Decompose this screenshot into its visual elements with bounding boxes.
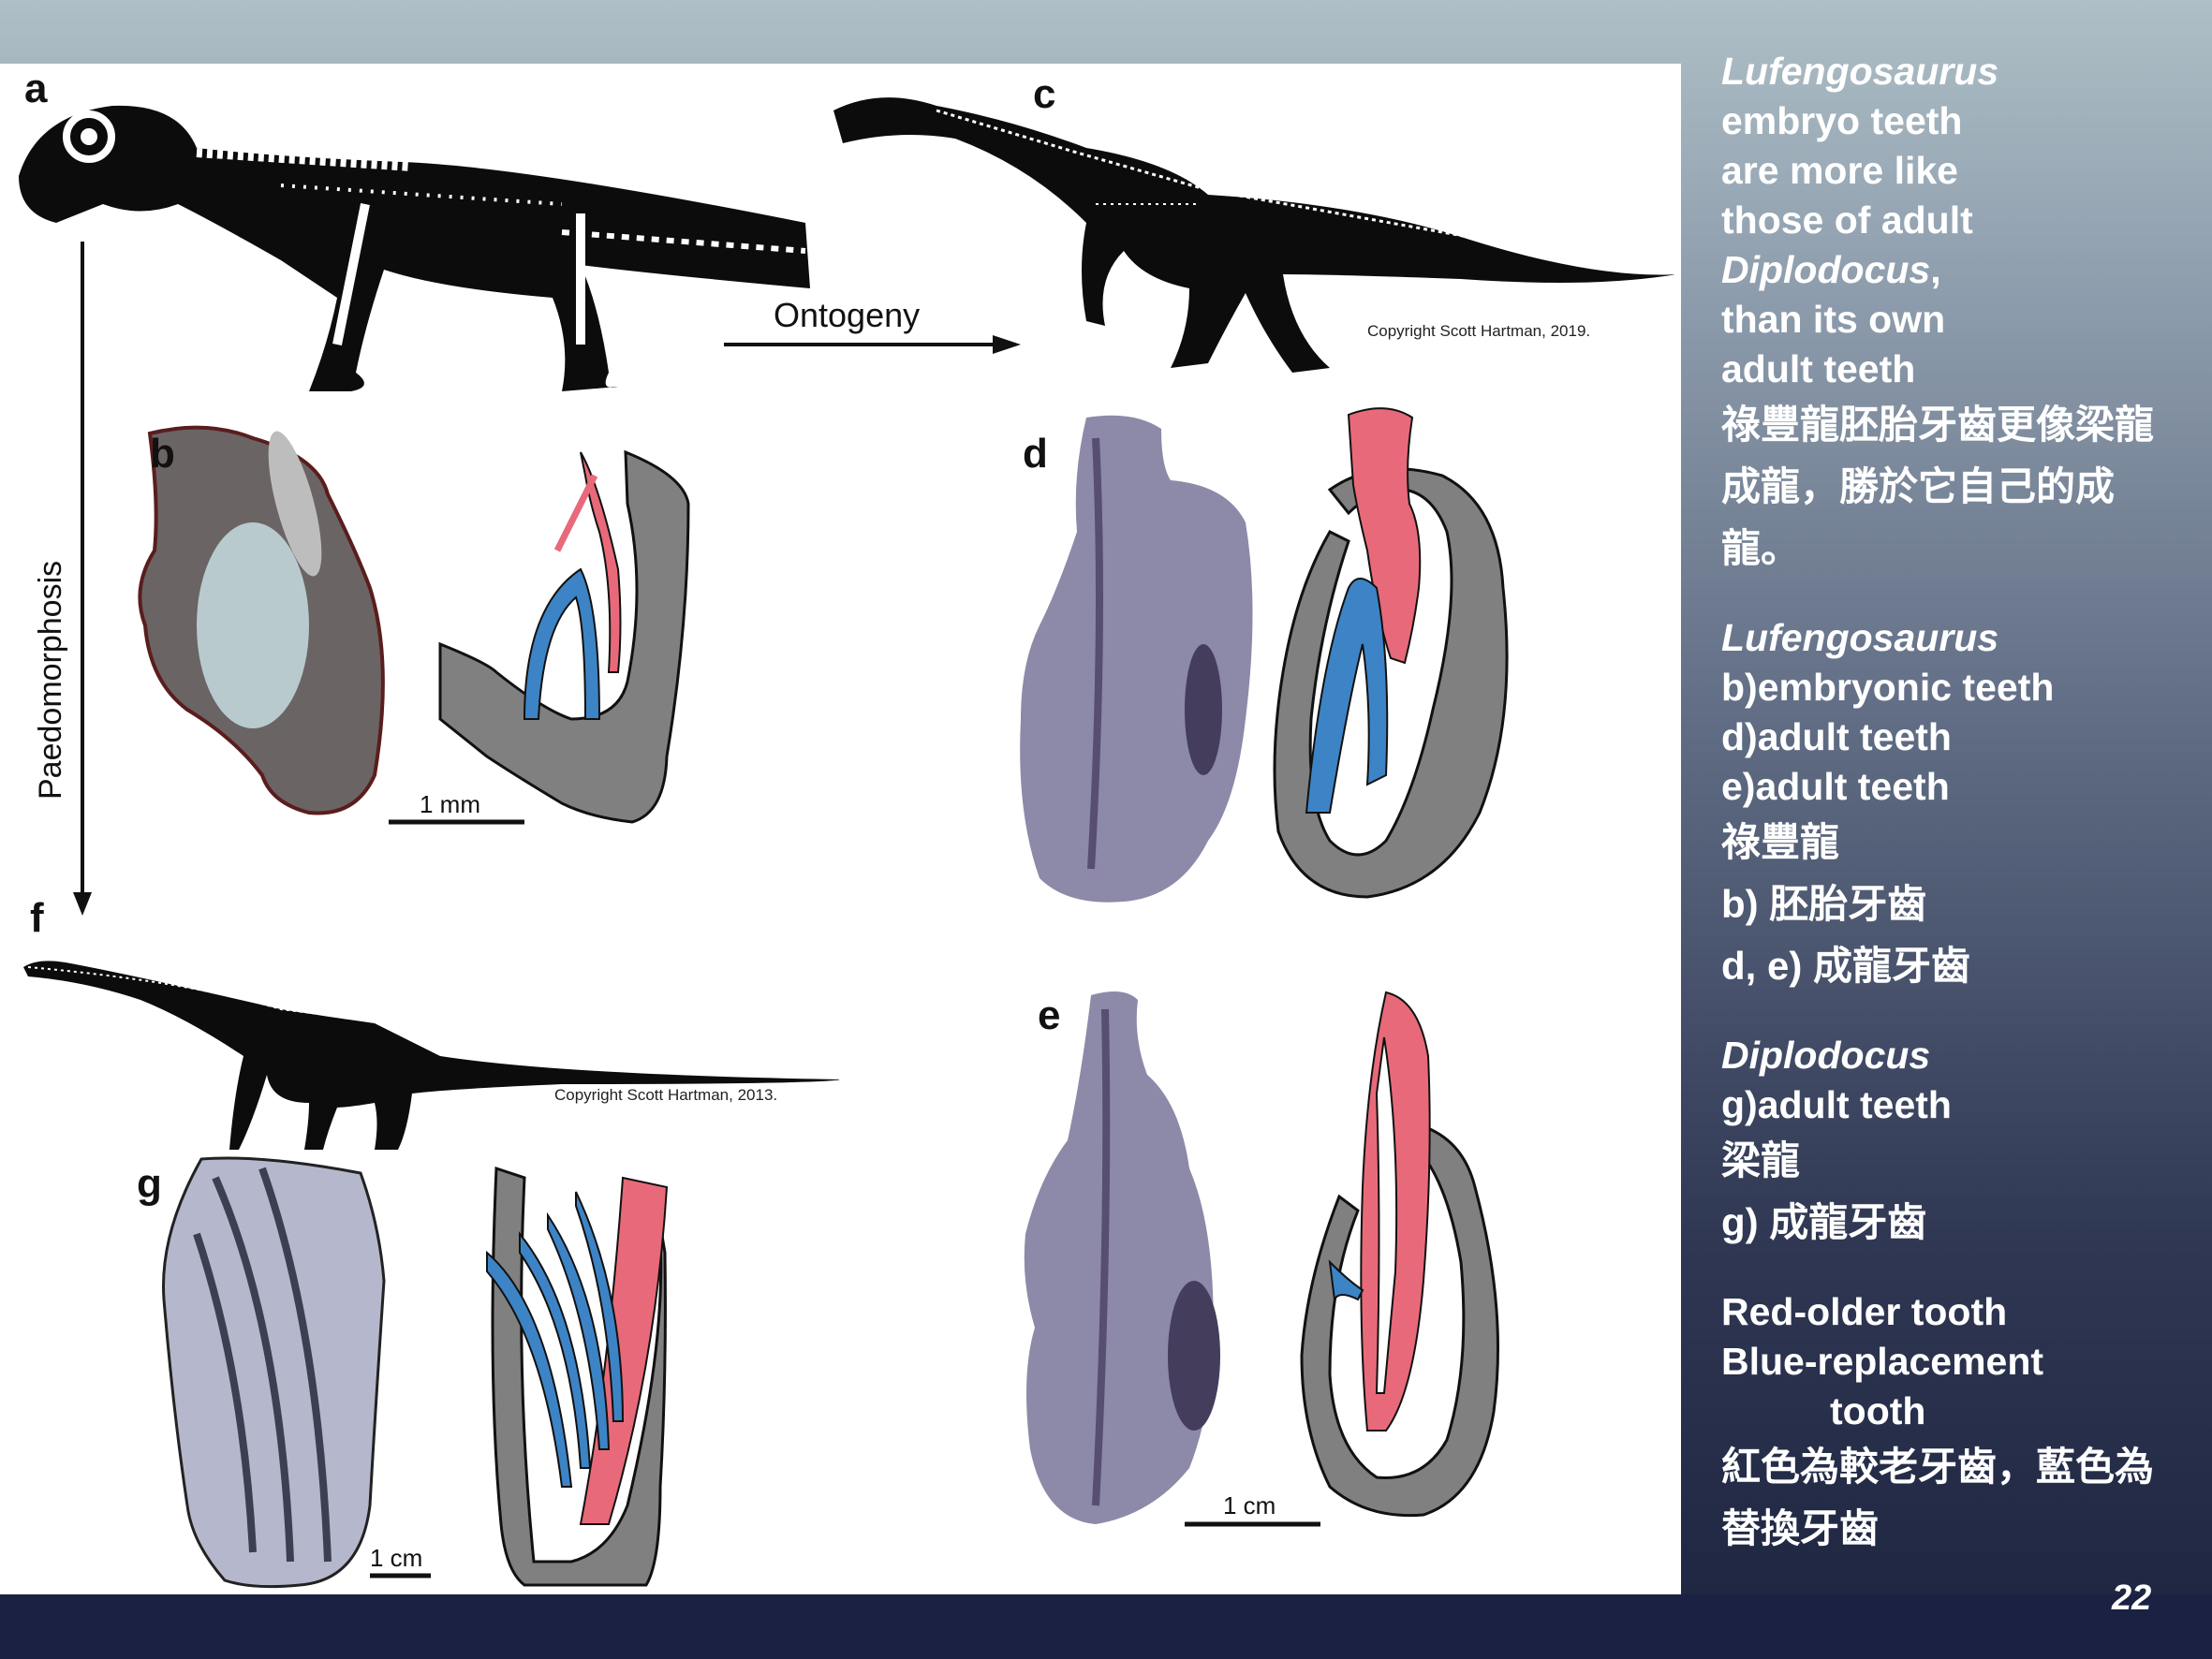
copyright-2013: Copyright Scott Hartman, 2013. xyxy=(554,1086,778,1104)
adult-fossil-d xyxy=(1020,415,1253,903)
block1-line6: adult teeth xyxy=(1721,347,1916,390)
block3-title: Diplodocus xyxy=(1721,1034,1931,1077)
adult-skeleton-c xyxy=(833,97,1677,373)
block2-title: Lufengosaurus xyxy=(1721,616,1999,659)
block2-cjk3: d, e) 成龍牙齒 xyxy=(1721,944,1971,988)
block3-line1: g)adult teeth xyxy=(1721,1083,1952,1126)
embryo-fossil-b xyxy=(138,425,385,815)
block4-line1: Red-older tooth xyxy=(1721,1290,2008,1333)
embryo-skeleton-a xyxy=(19,105,810,391)
block1-comma: , xyxy=(1930,248,1941,291)
tooth-diagram-d xyxy=(1273,407,1509,899)
block1-cjk3: 龍。 xyxy=(1721,526,1801,570)
panel-label-c: c xyxy=(1033,71,1056,117)
block1-cjk1: 祿豐龍胚胎牙齒更像梁龍 xyxy=(1721,403,2155,447)
panel-label-f: f xyxy=(30,895,44,941)
block3-cjk1: 梁龍 xyxy=(1721,1138,1801,1182)
block1-line2: are more like xyxy=(1721,149,1958,192)
panel-label-d: d xyxy=(1023,431,1048,477)
tooth-diagram-g xyxy=(486,1166,669,1587)
block2-line2: d)adult teeth xyxy=(1721,715,1952,758)
ontogeny-arrow-head xyxy=(993,335,1021,354)
diplodocus-skeleton-f xyxy=(23,961,844,1150)
copyright-2019: Copyright Scott Hartman, 2019. xyxy=(1367,322,1591,340)
diplodocus-fossil-g xyxy=(162,1156,386,1589)
scale-label-b: 1 mm xyxy=(420,790,480,818)
adult-fossil-e xyxy=(1024,991,1220,1524)
block2-cjk1: 祿豐龍 xyxy=(1721,820,1840,864)
paedomorphosis-label: Paedomorphosis xyxy=(33,560,68,800)
block2-line1: b)embryonic teeth xyxy=(1721,666,2055,709)
figure-panel: a c b d f e g Ontogeny Paedomorphosis Co… xyxy=(0,64,1681,1594)
block4-cjk1: 紅色為較老牙齒，藍色為 xyxy=(1721,1445,2155,1489)
scale-label-e: 1 cm xyxy=(1223,1491,1276,1520)
block1-line5: than its own xyxy=(1721,298,1946,341)
block1-line1: embryo teeth xyxy=(1721,99,1963,142)
block4-cjk2: 替換牙齒 xyxy=(1721,1506,1880,1550)
scale-label-g: 1 cm xyxy=(370,1544,423,1572)
block1-cjk2: 成龍，勝於它自己的成 xyxy=(1721,464,2116,508)
paedo-arrow-head xyxy=(73,892,92,916)
block4-line3: tooth xyxy=(1830,1389,1926,1432)
panel-label-g: g xyxy=(137,1161,162,1207)
block2-line3: e)adult teeth xyxy=(1721,765,1950,808)
bottom-band xyxy=(0,1594,2212,1659)
figure-illustration xyxy=(19,97,1677,1589)
block4-line2: Blue-replacement xyxy=(1721,1340,2044,1383)
block3-cjk2: g) 成龍牙齒 xyxy=(1721,1200,1927,1244)
block1-line4: Diplodocus, xyxy=(1721,245,2204,295)
ontogeny-label: Ontogeny xyxy=(774,296,921,334)
tooth-diagram-b xyxy=(438,449,690,824)
block1-title: Lufengosaurus xyxy=(1721,50,1999,93)
block1-diplodocus: Diplodocus xyxy=(1721,248,1931,291)
page-number: 22 xyxy=(2112,1578,2152,1618)
panel-label-b: b xyxy=(150,431,175,477)
block1-line3: those of adult xyxy=(1721,198,1973,242)
panel-label-e: e xyxy=(1038,992,1061,1038)
block2-cjk2: b) 胚胎牙齒 xyxy=(1721,882,1927,926)
tooth-diagram-e xyxy=(1300,991,1499,1518)
text-panel: Lufengosaurus embryo teeth are more like… xyxy=(1721,47,2204,1560)
panel-label-a: a xyxy=(24,66,48,111)
